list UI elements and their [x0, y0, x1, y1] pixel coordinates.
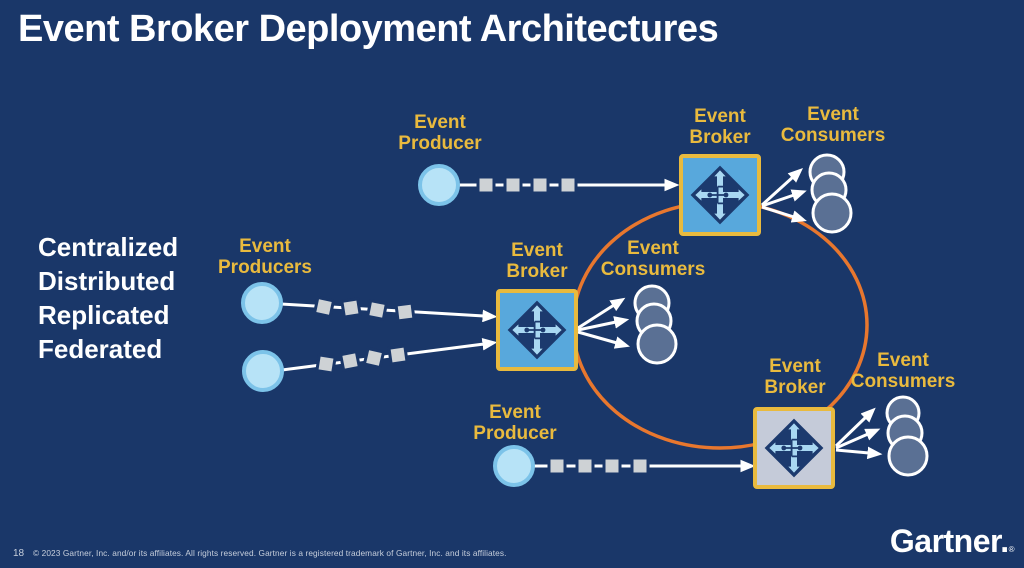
copyright-text: © 2023 Gartner, Inc. and/or its affiliat… — [33, 548, 507, 558]
gartner-logo: Gartner.® — [889, 523, 1015, 559]
registered-trademark-icon: ® — [1008, 545, 1015, 554]
message-squares-left-1 — [312, 295, 416, 323]
label-bottom-event-consumers: Event Consumers — [850, 350, 956, 392]
message-icon — [394, 301, 416, 323]
message-icon — [362, 346, 386, 370]
event-producer-node-top — [418, 164, 460, 206]
label-top-event-broker: Event Broker — [689, 106, 751, 148]
flow-center-broker-to-consumer-1 — [577, 297, 626, 330]
message-squares-bottom — [547, 456, 650, 476]
label-mid-event-consumers: Event Consumers — [600, 238, 706, 280]
event-consumers-node-mid — [633, 284, 678, 365]
label-left-event-producers: Event Producers — [218, 236, 312, 278]
message-icon — [575, 456, 595, 476]
label-bottom-event-producer: Event Producer — [473, 402, 557, 444]
event-broker-node-top — [679, 154, 761, 236]
message-icon — [340, 297, 362, 319]
label-top-event-consumers: Event Consumers — [780, 104, 886, 146]
message-icon — [547, 456, 567, 476]
message-icon — [503, 175, 523, 195]
label-bottom-event-broker: Event Broker — [764, 356, 826, 398]
message-icon — [558, 175, 578, 195]
event-producer-node-left-2 — [242, 350, 284, 392]
message-icon — [315, 353, 337, 375]
event-broker-node-center — [496, 289, 578, 371]
architecture-item-replicated: Replicated — [38, 300, 170, 330]
flow-bottom-broker-to-consumer-1 — [834, 407, 876, 448]
event-consumers-node-top — [808, 153, 853, 234]
page-title: Event Broker Deployment Architectures — [18, 8, 719, 50]
flow-top-broker-to-consumer-1 — [760, 167, 804, 207]
architecture-item-federated: Federated — [38, 334, 163, 364]
message-icon — [312, 295, 336, 319]
architecture-item-centralized: Centralized — [38, 232, 179, 262]
message-icon — [630, 456, 650, 476]
label-center-event-broker: Event Broker — [506, 240, 568, 282]
architecture-item-distributed: Distributed — [38, 266, 176, 296]
event-producer-node-bottom — [493, 445, 535, 487]
flow-center-broker-to-consumer-2 — [577, 316, 630, 332]
event-consumers-node-bottom — [885, 395, 929, 477]
page-number: 18 — [13, 548, 25, 559]
architecture-list: Centralized Distributed Replicated Feder… — [38, 230, 178, 366]
message-icon — [602, 456, 622, 476]
message-icon — [530, 175, 550, 195]
message-squares-left-2 — [315, 344, 409, 375]
event-producer-node-left-1 — [241, 282, 283, 324]
flow-top-broker-to-consumer-3 — [761, 205, 807, 223]
event-broker-node-bottom — [753, 407, 835, 489]
flow-center-broker-to-consumer-3 — [577, 330, 630, 349]
message-icon — [387, 344, 409, 366]
message-icon — [365, 298, 389, 322]
message-icon — [338, 349, 362, 373]
label-top-event-producer: Event Producer — [398, 112, 482, 154]
flow-bottom-broker-to-consumer-2 — [835, 428, 881, 450]
flow-top-broker-to-consumer-2 — [761, 189, 807, 208]
flow-bottom-broker-to-consumer-3 — [835, 446, 883, 460]
message-squares-top — [476, 175, 578, 195]
message-icon — [476, 175, 496, 195]
